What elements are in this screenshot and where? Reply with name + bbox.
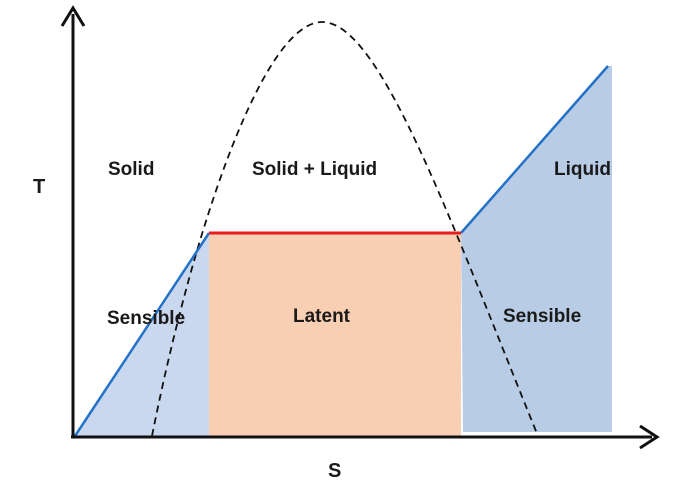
sensible-right-label: Sensible <box>503 306 581 327</box>
heating-line-liquid <box>460 65 609 234</box>
y-axis-arrowhead <box>60 5 86 27</box>
two-phase-region-label: Solid + Liquid <box>252 159 377 180</box>
solid-region-label: Solid <box>108 159 154 180</box>
heating-line-solid <box>73 232 211 437</box>
saturation-dome-curve <box>151 21 539 437</box>
latent-region <box>209 233 461 436</box>
liquid-region-label: Liquid <box>554 159 611 180</box>
sensible-left-label: Sensible <box>107 308 185 329</box>
sensible-right-region <box>461 66 612 432</box>
x-axis-arrowhead <box>639 424 660 450</box>
x-axis-label: S <box>328 460 341 482</box>
latent-label: Latent <box>293 306 351 327</box>
y-axis-label: T <box>33 176 45 198</box>
